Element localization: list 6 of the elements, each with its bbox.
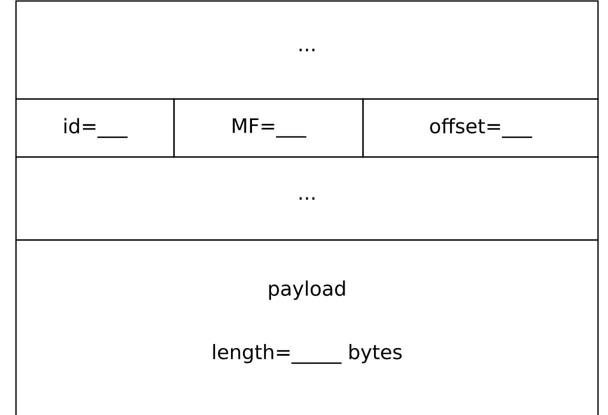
field-row: ... bbox=[15, 0, 599, 100]
field-cell: id=___ bbox=[15, 98, 175, 158]
payload-row: payload length=_____ bytes bbox=[15, 239, 599, 415]
field-row: ... bbox=[15, 156, 599, 241]
field-cell: offset=___ bbox=[362, 98, 599, 158]
field-cell: MF=___ bbox=[173, 98, 364, 158]
